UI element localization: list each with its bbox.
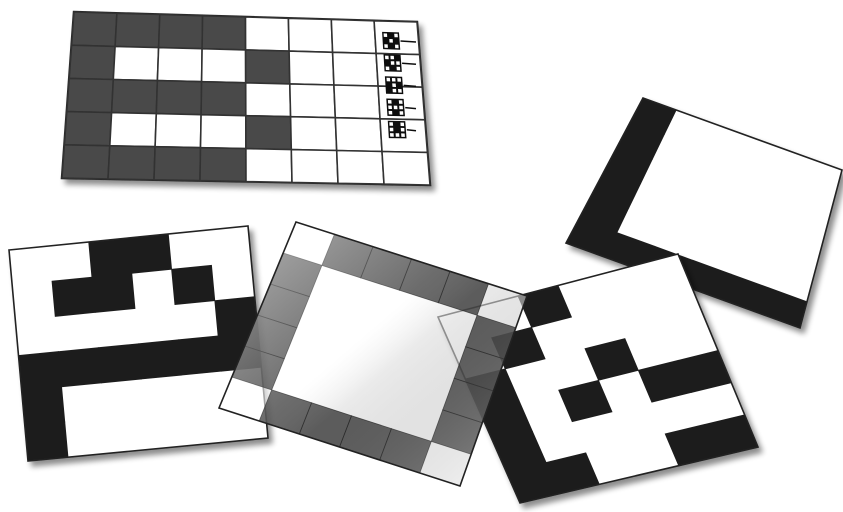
tile-cell [92, 273, 135, 312]
board-cell [72, 12, 117, 46]
tile-cell [52, 277, 95, 316]
board-cell [201, 115, 246, 149]
board-frame [62, 12, 430, 185]
glass-sheen [219, 222, 527, 486]
board-cell [382, 152, 430, 186]
board-cell [202, 49, 246, 83]
bit-grid-board [62, 12, 430, 185]
board-cell [200, 148, 246, 182]
tile-cell [138, 340, 181, 379]
board-cell [334, 85, 380, 119]
board-cell [108, 146, 155, 180]
tile-cell [129, 234, 172, 273]
board-cell [335, 118, 382, 152]
board-cell [156, 81, 201, 115]
tile-cell [22, 387, 65, 426]
board-cell [288, 18, 332, 52]
board-cell [333, 52, 379, 86]
tile-translucent-frame [219, 222, 527, 486]
board-cell [159, 15, 203, 49]
board-cell [155, 114, 201, 148]
board-cell [112, 80, 158, 114]
board-cell [246, 149, 292, 183]
tile-face [9, 226, 268, 461]
board-cell [331, 20, 376, 54]
tile-cell [25, 422, 68, 461]
board-cell [246, 17, 290, 51]
board-cell [115, 13, 160, 47]
board-cell [113, 46, 158, 80]
board-cell [64, 112, 111, 146]
board-cell [337, 151, 384, 185]
board-cell [157, 48, 202, 82]
board-cell [291, 117, 337, 151]
board-cell [246, 50, 290, 84]
tile-cell [178, 336, 221, 375]
board-cell [110, 113, 157, 147]
tile-cell [19, 352, 62, 391]
board-cell [62, 145, 110, 179]
board-cell [69, 45, 115, 79]
tile-cell [58, 348, 101, 387]
board-cell [290, 84, 336, 118]
tile-cell [89, 238, 132, 277]
board-cell [289, 51, 334, 85]
board-cell [154, 147, 201, 181]
board-cell [201, 82, 246, 116]
board-cell [67, 78, 114, 112]
board-cell [246, 83, 291, 117]
board-cell [291, 150, 338, 184]
board-cell [246, 116, 291, 150]
tile-cell [172, 265, 215, 304]
tile-cell [98, 344, 141, 383]
board-cell [202, 16, 246, 50]
